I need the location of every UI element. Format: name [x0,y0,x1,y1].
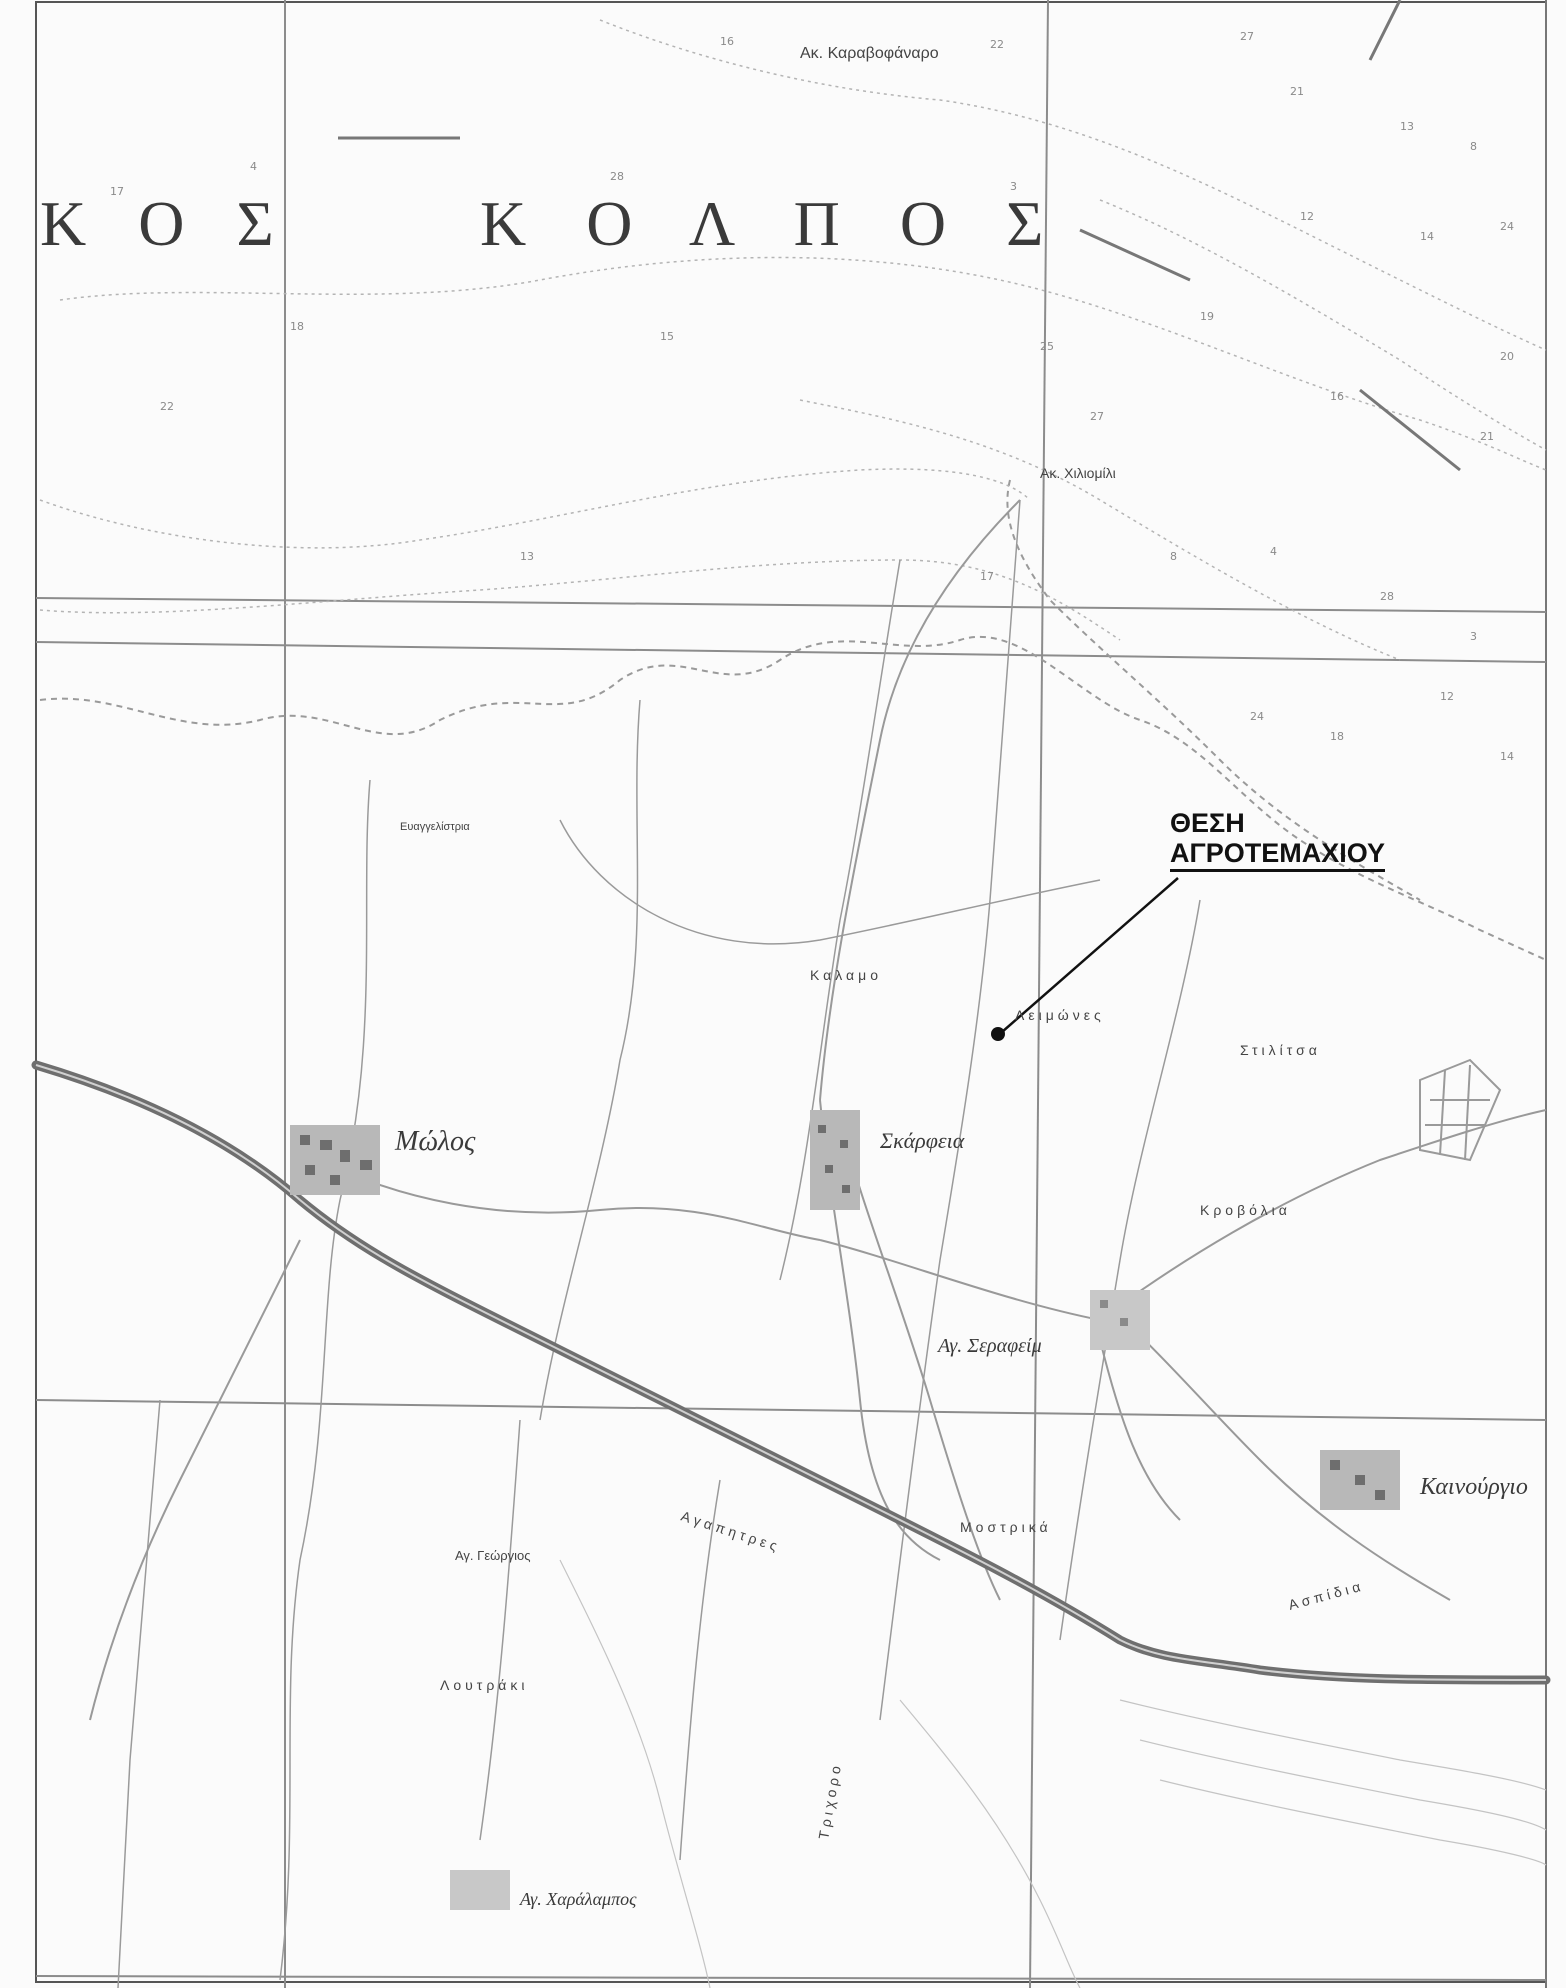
depth-sounding: 8 [1470,140,1477,153]
map-frame [35,1,1547,1983]
depth-sounding: 17 [980,570,994,583]
depth-sounding: 25 [1040,340,1054,353]
depth-sounding: 22 [160,400,174,413]
settlement-agios-serafeim [1090,1290,1150,1350]
depth-sounding: 18 [1330,730,1344,743]
label-leimones: Λειμώνες [1015,1007,1105,1023]
bathymetric-lines [39,19,1547,661]
label-stiletsa: Στιλίτσα [1240,1042,1321,1058]
depth-sounding: 3 [1470,630,1477,643]
label-agios-serafeim: Αγ. Σεραφείμ [936,1335,1042,1357]
depth-sounding: 20 [1500,350,1514,363]
grid-town-block [1419,1058,1502,1162]
depth-sounding: 16 [720,35,734,48]
parcel-location-marker [991,1027,1005,1041]
label-mostrika: Μοστρικά [960,1519,1052,1535]
secondary-roads [89,499,1547,1721]
depth-sounding: 4 [250,160,257,173]
label-skarfeia: Σκάρφεια [879,1128,965,1153]
depth-sounding: 4 [1270,545,1277,558]
label-agios-georgios: Αγ. Γεώργιος [455,1548,531,1563]
settlement-kainourgio [1320,1450,1400,1510]
label-molos: Μώλος [394,1126,476,1157]
label-cape-karavofanaro: Ακ. Καραβοφάναρο [800,45,939,62]
depth-sounding: 13 [1400,120,1414,133]
settlement-agios-charalampos [450,1870,510,1910]
settlement-skarfeia [810,1110,860,1210]
label-agios-charalampos: Αγ. Χαράλαμπος [519,1889,637,1909]
label-loutraki: Λουτράκι [440,1677,529,1693]
depth-sounding: 16 [1330,390,1344,403]
depth-sounding: 17 [110,185,124,198]
label-aspides: Ασπίδια [1287,1577,1366,1613]
settlement-molos [290,1125,380,1195]
depth-sounding: 24 [1250,710,1264,723]
depth-sounding: 28 [1380,590,1394,603]
cape-lines [338,0,1461,472]
label-agapitres: Αγαπητρες [679,1508,783,1555]
depth-sounding: 12 [1300,210,1314,223]
depth-sounding: 19 [1200,310,1214,323]
depth-sounding: 21 [1480,430,1494,443]
sea-title-main: Κ Ο Λ Π Ο Σ [480,188,1065,259]
label-krovolia: Κροβόλια [1200,1202,1291,1218]
coastline [39,479,1547,961]
callout-leader-line [1001,877,1179,1033]
depth-sounding: 27 [1090,410,1104,423]
relief-lines [559,1559,1547,1988]
depth-sounding: 27 [1240,30,1254,43]
label-kainourgio: Καινούργιο [1419,1474,1528,1500]
callout-line1: ΘΕΣΗ [1170,808,1245,838]
depth-sounding: 28 [610,170,624,183]
depth-sounding: 15 [660,330,674,343]
depth-sounding: 21 [1290,85,1304,98]
depth-sounding: 12 [1440,690,1454,703]
depth-sounding: 22 [990,38,1004,51]
depth-sounding: 3 [1010,180,1017,193]
label-kallidromo: Καλαμο [810,967,882,983]
depth-soundings: 16 22 27 21 13 8 4 17 28 3 12 14 24 18 15 19 25 20 16 22 27 2… [110,30,1514,763]
callout-line2: ΑΓΡΟΤΕΜΑΧΙΟΥ [1170,838,1385,872]
map-grid [35,0,1547,1988]
sea-title-left: Κ Ο Σ [40,188,292,259]
label-cape-chiliomili: Ακ. Χιλιομίλι [1040,465,1116,481]
depth-sounding: 8 [1170,550,1177,563]
label-trichoro: Τριχορο [815,1761,844,1841]
depth-sounding: 14 [1420,230,1434,243]
depth-sounding: 14 [1500,750,1514,763]
depth-sounding: 18 [290,320,304,333]
parcel-location-callout: ΘΕΣΗ ΑΓΡΟΤΕΜΑΧΙΟΥ [1170,808,1470,872]
depth-sounding: 13 [520,550,534,563]
streams [117,499,1201,1988]
depth-sounding: 24 [1500,220,1514,233]
label-evangelistria: Ευαγγελίστρια [400,821,470,833]
